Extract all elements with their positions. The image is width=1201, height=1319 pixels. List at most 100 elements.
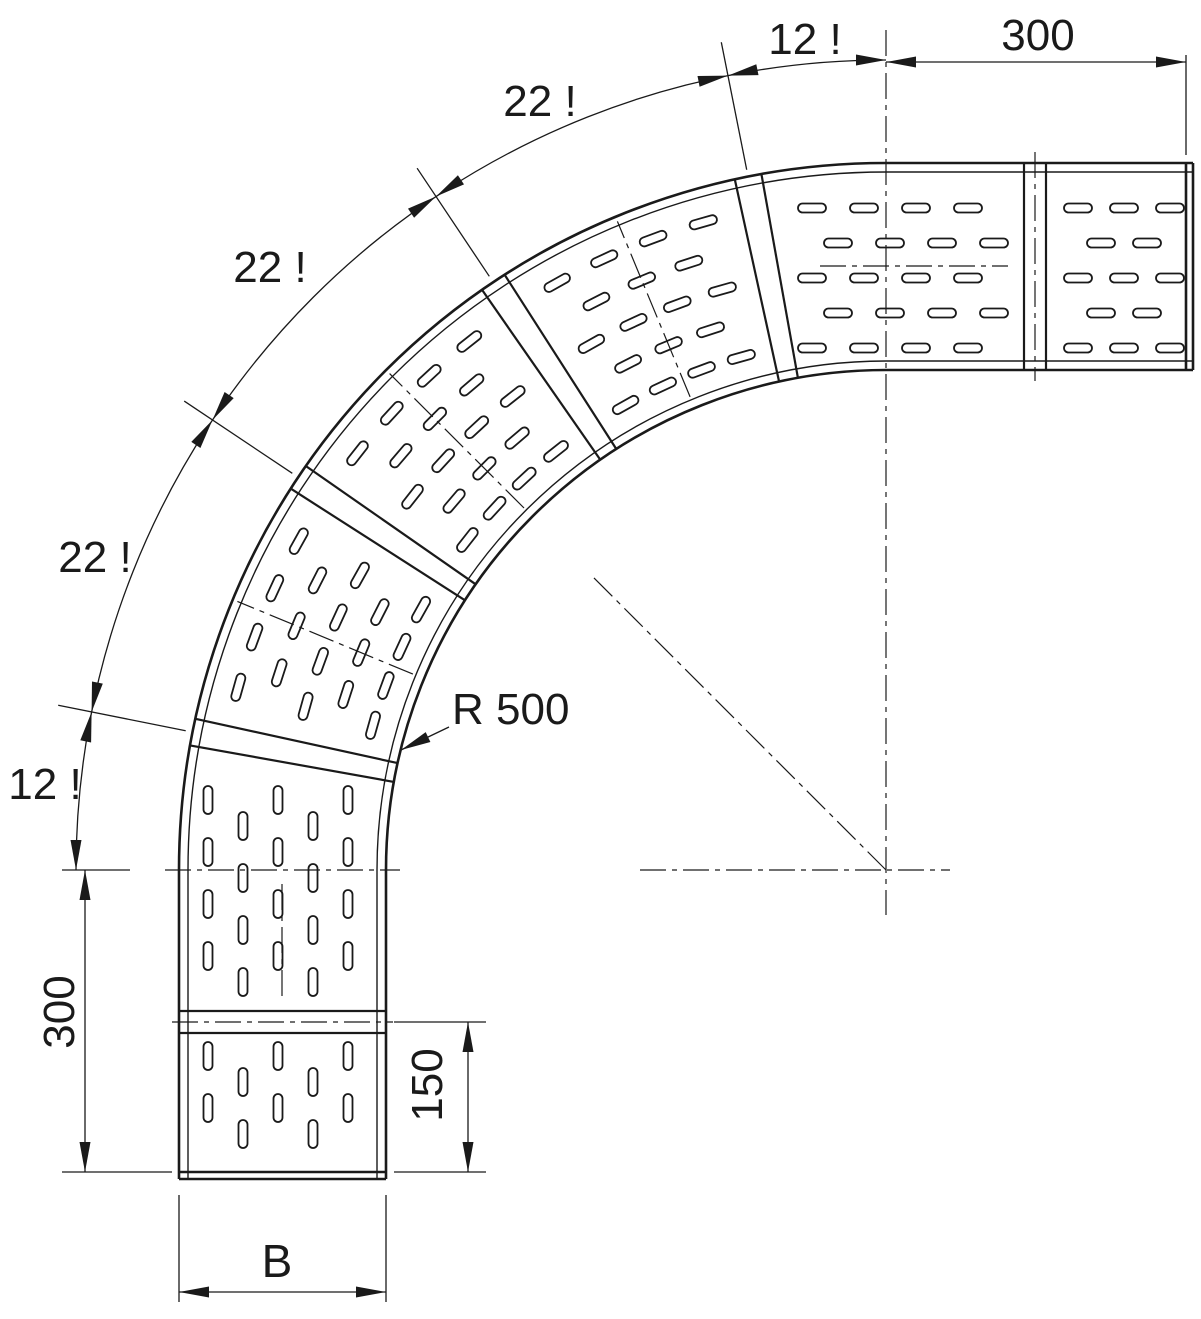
slot	[662, 295, 692, 313]
slot	[1155, 202, 1185, 214]
slot	[614, 354, 642, 374]
tray-outer-edge	[177, 161, 1193, 1179]
dim-label-300-top: 300	[1001, 11, 1074, 60]
slot	[687, 361, 716, 379]
slot	[202, 1093, 214, 1123]
arrowhead	[401, 732, 431, 750]
slot	[979, 307, 1009, 319]
slot	[365, 710, 381, 740]
slot	[307, 811, 319, 841]
tray-inner-edge	[384, 368, 1193, 1179]
slot	[696, 321, 725, 339]
arrowhead	[408, 196, 436, 218]
arrowhead	[212, 392, 234, 420]
slot	[901, 342, 931, 354]
slot	[456, 527, 479, 553]
slot	[307, 915, 319, 945]
angle-label-12-top: 12 !	[768, 15, 841, 64]
angle-label-12-left: 12 !	[8, 760, 81, 809]
arc-joint-33deg-line-a	[503, 274, 618, 450]
dimension-arrows	[70, 54, 1186, 1298]
slot	[342, 785, 354, 815]
arrowhead	[356, 1286, 386, 1298]
segment-centerline-67deg	[237, 600, 414, 675]
slot	[674, 254, 704, 272]
arc-joint-33deg-line-b	[481, 289, 602, 461]
slot	[726, 349, 756, 365]
slot	[823, 307, 853, 319]
slot	[346, 440, 369, 467]
slot	[688, 214, 718, 231]
arc-joint-78deg-line-a	[195, 717, 398, 765]
slot	[237, 811, 249, 841]
radius-label: R 500	[452, 685, 569, 734]
slot	[543, 272, 571, 293]
arrowhead	[179, 1286, 209, 1298]
ext-tick-56deg	[183, 400, 293, 474]
slot	[1109, 342, 1139, 354]
slot	[849, 342, 879, 354]
slot	[953, 272, 983, 284]
slot	[927, 237, 957, 249]
arrowhead	[886, 56, 916, 68]
slot	[370, 598, 390, 626]
slot	[901, 202, 931, 214]
slot	[1063, 202, 1093, 214]
slot	[342, 889, 354, 919]
segment-centerline-22deg	[616, 221, 691, 398]
slot	[953, 342, 983, 354]
arrowhead	[728, 64, 759, 76]
slot	[245, 622, 264, 652]
slot	[1109, 272, 1139, 284]
slot	[464, 415, 490, 440]
slot	[849, 202, 879, 214]
slot	[456, 330, 483, 353]
slot	[329, 603, 348, 632]
slot	[270, 658, 288, 688]
slot	[953, 202, 983, 214]
slot	[342, 941, 354, 971]
slot	[648, 376, 677, 396]
slot	[582, 291, 611, 312]
slot	[543, 440, 569, 463]
slot	[272, 837, 284, 867]
slot	[416, 363, 442, 388]
slot	[797, 342, 827, 354]
slot	[272, 889, 284, 919]
angle-label-22-second: 22 !	[233, 243, 306, 292]
arrowhead	[79, 870, 91, 900]
slot	[237, 1119, 249, 1149]
slot	[619, 313, 648, 332]
angular-dimension-arc	[75, 59, 887, 871]
slot	[1155, 342, 1185, 354]
slot	[401, 483, 424, 510]
slot	[823, 237, 853, 249]
arrowhead	[462, 1022, 474, 1052]
slot	[459, 373, 485, 397]
slot	[272, 1093, 284, 1123]
slot	[307, 566, 328, 595]
arc-joint-78deg-line-b	[189, 744, 394, 783]
slot	[499, 385, 526, 408]
dimension-lines	[58, 42, 1187, 1302]
slot	[901, 272, 931, 284]
slot	[230, 672, 247, 702]
slot	[927, 307, 957, 319]
slot	[511, 466, 537, 491]
arrowhead	[91, 681, 103, 712]
slot	[272, 785, 284, 815]
slot	[849, 272, 879, 284]
arrowhead	[191, 420, 213, 448]
dim-label-width-b: B	[262, 1235, 293, 1287]
slot	[265, 574, 285, 603]
slot	[202, 941, 214, 971]
arc-joint-11deg-line-a	[760, 173, 799, 378]
slot	[307, 863, 319, 893]
arrowhead	[80, 712, 92, 743]
perforation-slots	[202, 202, 1185, 1149]
slot	[288, 527, 309, 555]
slot	[297, 691, 314, 721]
slot	[379, 400, 404, 426]
